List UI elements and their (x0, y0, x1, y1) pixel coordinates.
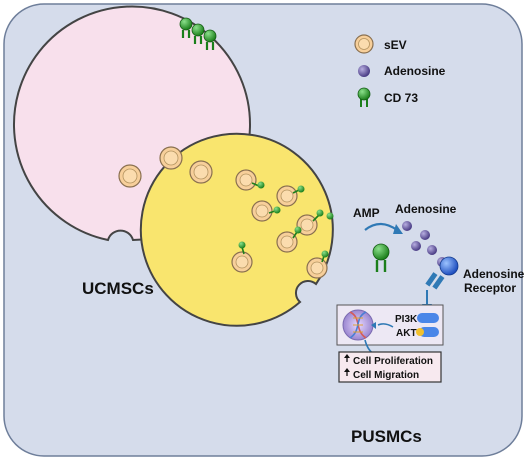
effects-box (338, 351, 442, 383)
pi3k-label: PI3K (395, 314, 418, 325)
pusmc-label: PUSMCs (351, 427, 422, 446)
receptor-label-line2: Receptor (464, 281, 516, 295)
legend-cd73-label: CD 73 (384, 91, 418, 105)
up-arrow-icon (344, 354, 350, 376)
adenosine-label: Adenosine (395, 202, 457, 216)
effect-migration: Cell Migration (353, 370, 419, 381)
amp-conversion-arrowhead (393, 224, 403, 234)
released-sevs (231, 169, 334, 279)
effect-proliferation: Cell Proliferation (353, 356, 433, 367)
amp-label: AMP (353, 206, 380, 220)
receptor-label-line1: Adenosine (463, 267, 525, 281)
sev-inside-2 (159, 146, 183, 170)
sev-inside-1 (118, 164, 142, 188)
adenosine-receptor (425, 256, 459, 290)
sev-inside-3 (189, 160, 213, 184)
akt-label: AKT (396, 328, 417, 339)
legend-cd73-icon (357, 87, 371, 107)
nucleus-arrow (377, 323, 394, 328)
nucleus-icon (342, 309, 374, 341)
legend-adenosine-label: Adenosine (384, 64, 446, 78)
akt-phospho-icon (416, 328, 424, 336)
cd73-membrane-donor (179, 17, 217, 50)
nucleus-arrowhead (371, 322, 376, 329)
ucmsc-label: UCMSCs (82, 279, 154, 298)
pi3k-icon (417, 313, 439, 323)
akt-icon (419, 327, 439, 337)
pusmc-cell (139, 132, 334, 327)
legend-sev-icon (354, 34, 374, 54)
cd73-membrane-recipient (372, 243, 390, 272)
amp-conversion-arrow (364, 222, 398, 231)
legend-adenosine-icon (358, 65, 370, 77)
legend-sev-label: sEV (384, 38, 407, 52)
